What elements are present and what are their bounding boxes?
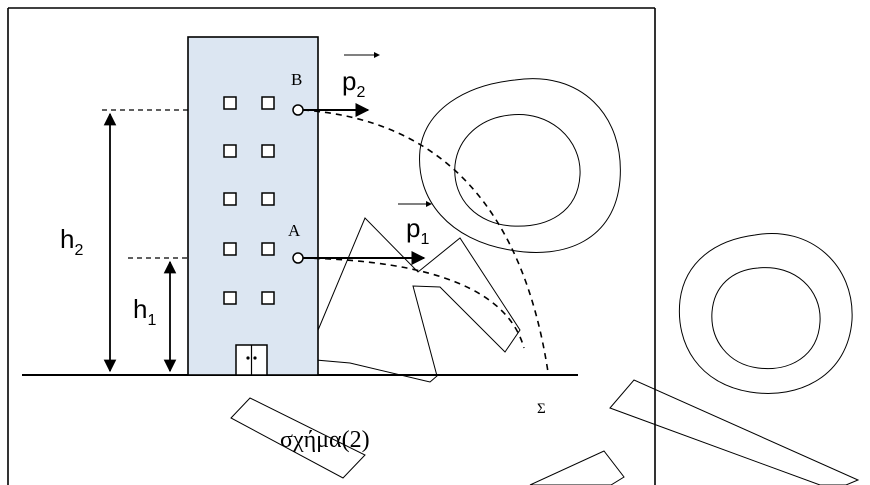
building [187,36,319,376]
p2-label: p2 [342,66,365,101]
watermark-bar-mid [529,450,625,485]
building-door [235,344,268,376]
point-a-marker [292,252,304,264]
point-sigma-label: Σ [537,401,546,417]
watermark-bar-right [609,379,860,485]
watermark-ring-outer-2 [678,233,853,394]
point-b-marker [292,104,304,116]
point-a-label: A [288,221,301,240]
watermark-letter-m [315,217,521,383]
h2-label: h2 [60,224,83,259]
watermark-bar-left [230,397,366,479]
watermark-logo [230,78,860,485]
watermark-ring-outer-1 [419,78,621,253]
momentum-arrows [302,52,432,265]
building-windows [223,96,275,305]
watermark-ring-inner-1 [454,113,581,227]
point-b-label: B [291,70,302,89]
trajectories [302,109,549,373]
height-guides [102,109,188,373]
trajectory-a [302,257,525,349]
figure-frame [7,7,656,485]
figure-caption: σχήμα(2) [280,427,370,453]
p1-label: p1 [406,213,429,248]
h1-label: h1 [133,294,156,329]
watermark-ring-inner-2 [711,267,821,370]
